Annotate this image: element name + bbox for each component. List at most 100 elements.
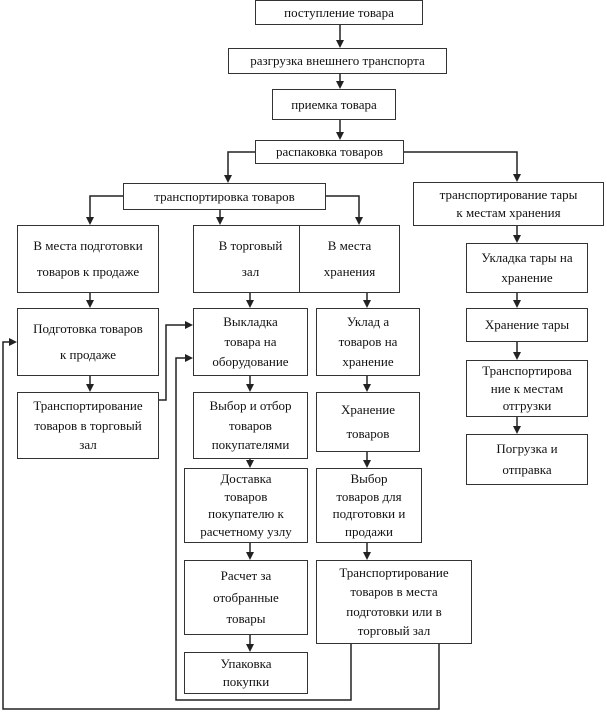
arrowhead-icon — [336, 81, 344, 89]
arrowhead-icon — [246, 300, 254, 308]
arrowhead-icon — [513, 235, 521, 243]
flow-step-text: разгрузка внешнего транспорта — [250, 53, 425, 68]
flow-step-box: приемка товара — [272, 89, 396, 120]
flow-step-text: хранение — [342, 354, 394, 369]
flow-step-box: распаковка товаров — [255, 140, 404, 164]
flow-step-text: расчетному узлу — [200, 523, 292, 539]
arrowhead-icon — [513, 174, 521, 182]
flow-step-text: хранение — [501, 270, 553, 286]
arrowhead-icon — [355, 217, 363, 225]
flow-step-text: В торговый — [218, 237, 283, 253]
flow-step-text: Укладка тары на — [481, 249, 573, 265]
arrowhead-icon — [363, 552, 371, 560]
flow-step-box: транспортирование тары к местам хранения — [413, 182, 604, 226]
arrowhead-icon — [86, 300, 94, 308]
connector-line — [326, 195, 360, 218]
arrowhead-icon — [336, 40, 344, 48]
flow-step-box: Подготовка товаров к продаже — [17, 308, 159, 376]
flow-step-text: к продаже — [59, 347, 117, 363]
flow-step-text: распаковка товаров — [275, 144, 384, 159]
flow-step-box: В торговый зал — [193, 225, 308, 293]
flow-step-text: транспортирование тары — [439, 186, 578, 202]
flow-step-text: товаров в торговый — [34, 417, 142, 433]
flow-step-text: товаров для — [336, 488, 402, 504]
flow-step-text: поступление товара — [284, 4, 394, 20]
arrowhead-icon — [185, 354, 193, 362]
connector-line — [89, 195, 123, 218]
flow-step-text: товаров — [224, 488, 268, 504]
flow-step-text: Выкладка — [223, 314, 278, 329]
flow-step-box: Выкладка товара на оборудование — [193, 308, 308, 376]
flow-step-box: транспортировка товаров — [123, 183, 326, 210]
flow-step-text: В места — [327, 237, 372, 253]
connector-line — [175, 357, 352, 701]
flow-step-box: Хранение товаров — [316, 392, 420, 452]
flow-step-text: Выбор — [350, 471, 388, 487]
flow-step-box: Хранение тары — [466, 308, 588, 342]
flow-step-text: торговый зал — [357, 622, 431, 638]
flow-step-text: отгрузки — [502, 397, 552, 413]
flow-step-text: подготовки или в — [346, 603, 442, 619]
flow-step-text: Доставка — [220, 471, 272, 487]
arrowhead-icon — [86, 384, 94, 392]
flow-step-text: товаров — [346, 426, 390, 441]
arrowhead-icon — [246, 644, 254, 652]
flow-step-text: товары — [226, 611, 266, 627]
flow-step-box: разгрузка внешнего транспорта — [228, 48, 447, 74]
flow-step-text: зал — [79, 437, 97, 453]
arrowhead-icon — [513, 300, 521, 308]
flow-step-box: Уклад а товаров на хранение — [316, 308, 420, 376]
flow-step-text: продажи — [345, 523, 393, 539]
flow-step-text: покупателю к — [208, 506, 284, 522]
flow-step-box: В места хранения — [299, 225, 400, 293]
connector-line — [227, 151, 255, 176]
arrowhead-icon — [216, 217, 224, 225]
arrowhead-icon — [513, 426, 521, 434]
flow-step-box: Выбор и отбор товаров покупателями — [193, 392, 308, 459]
arrowhead-icon — [246, 460, 254, 468]
flow-step-text: В места подготовки — [33, 237, 143, 253]
connector-line — [159, 324, 186, 401]
flow-step-box: поступление товара — [255, 0, 423, 25]
flow-step-text: товаров в места — [350, 584, 438, 600]
arrowhead-icon — [185, 321, 193, 329]
flow-step-text: Хранение — [340, 402, 396, 417]
flow-step-text: транспортировка товаров — [154, 188, 295, 204]
flow-step-text: Подготовка товаров — [33, 320, 143, 336]
arrowhead-icon — [246, 552, 254, 560]
flow-step-box: В места подготовки товаров к продаже — [17, 225, 159, 293]
flow-step-box: Упаковка покупки — [184, 652, 308, 694]
flow-step-text: хранения — [323, 264, 376, 280]
flow-step-text: товаров к продаже — [36, 264, 140, 280]
flow-step-text: товаров на — [338, 334, 398, 349]
arrowhead-icon — [86, 217, 94, 225]
flow-step-text: зал — [241, 264, 260, 280]
flow-step-text: покупателями — [211, 437, 290, 453]
arrowhead-icon — [363, 460, 371, 468]
connector-line — [2, 341, 440, 710]
arrowhead-icon — [336, 132, 344, 140]
flow-step-text: Выбор и отбор — [209, 397, 292, 413]
arrowhead-icon — [363, 300, 371, 308]
flow-step-text: к местам хранения — [456, 205, 561, 221]
flow-step-text: оборудование — [212, 354, 289, 369]
flow-step-box: Укладка тары на хранение — [466, 243, 588, 293]
connector-line — [404, 151, 518, 175]
flow-step-text: Упаковка — [220, 656, 272, 671]
flow-step-text: Погрузка и — [496, 441, 558, 456]
arrowhead-icon — [224, 175, 232, 183]
flow-step-text: Транспортирова — [482, 363, 572, 379]
flow-step-text: приемка товара — [291, 96, 377, 112]
flow-step-text: Хранение тары — [484, 317, 570, 332]
flow-step-text: товара на — [224, 334, 277, 349]
flow-step-text: Уклад а — [346, 314, 390, 329]
flow-step-text: покупки — [222, 674, 270, 689]
flow-step-text: товаров — [229, 417, 272, 433]
arrowhead-icon — [9, 338, 17, 346]
